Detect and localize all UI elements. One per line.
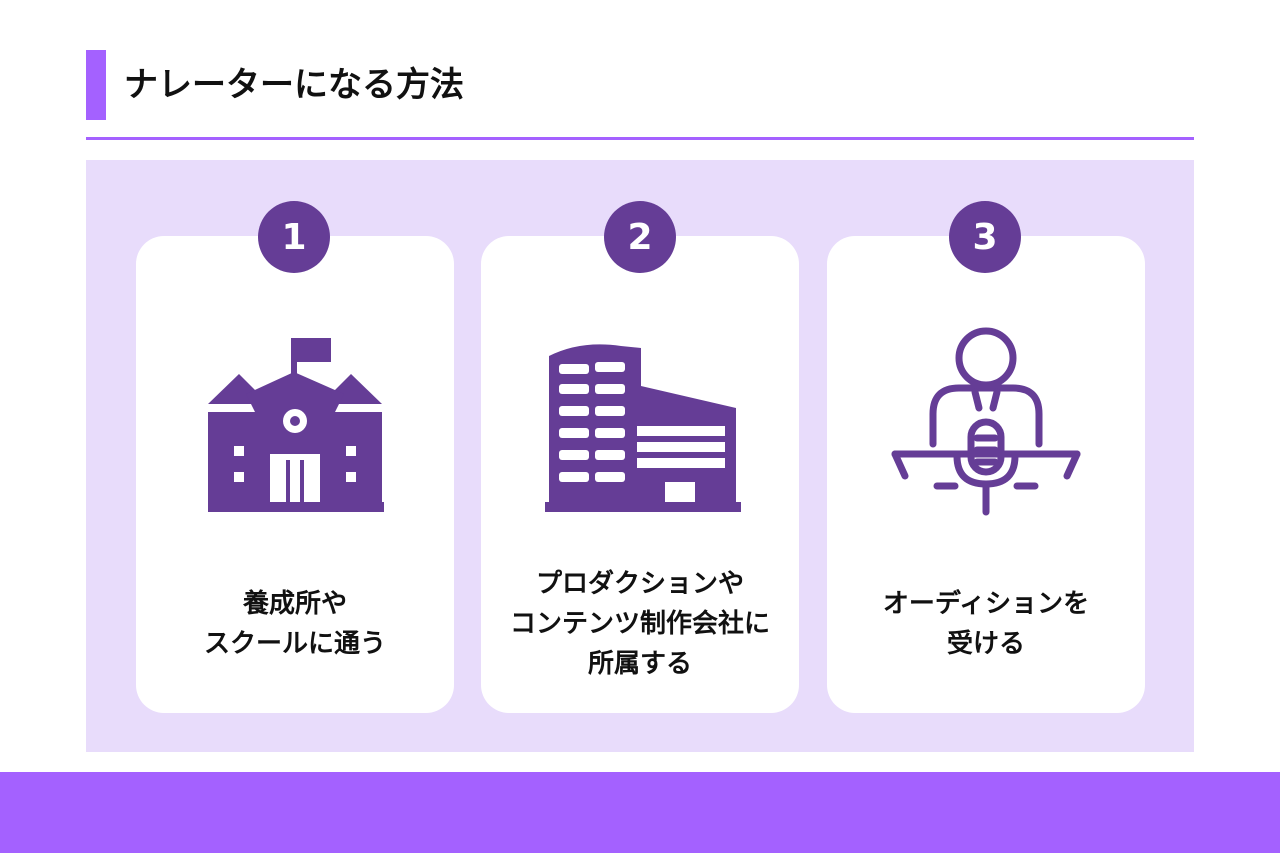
- page-title: ナレーターになる方法: [124, 65, 464, 105]
- office-building-icon: [545, 344, 741, 512]
- title-divider: [86, 137, 1194, 140]
- person-microphone-icon: [891, 327, 1081, 516]
- step-card-1: 養成所や スクールに通う: [136, 236, 454, 713]
- school-building-icon: [208, 338, 384, 512]
- step-label-3: オーディションを 受ける: [882, 589, 1090, 659]
- step-number-badge-2: 2: [604, 201, 676, 273]
- step-number-badge-1: 1: [258, 201, 330, 273]
- title-accent-bar: [86, 50, 106, 120]
- footer-bar: [0, 772, 1280, 853]
- step-label-2: プロダクションや コンテンツ制作会社に 所属する: [509, 569, 770, 679]
- step-card-3: オーディションを 受ける: [827, 236, 1145, 713]
- step-card-2: プロダクションや コンテンツ制作会社に 所属する: [481, 236, 799, 713]
- page-header: ナレーターになる方法: [86, 50, 1194, 120]
- step-number-badge-3: 3: [949, 201, 1021, 273]
- step-label-1: 養成所や スクールに通う: [203, 589, 386, 659]
